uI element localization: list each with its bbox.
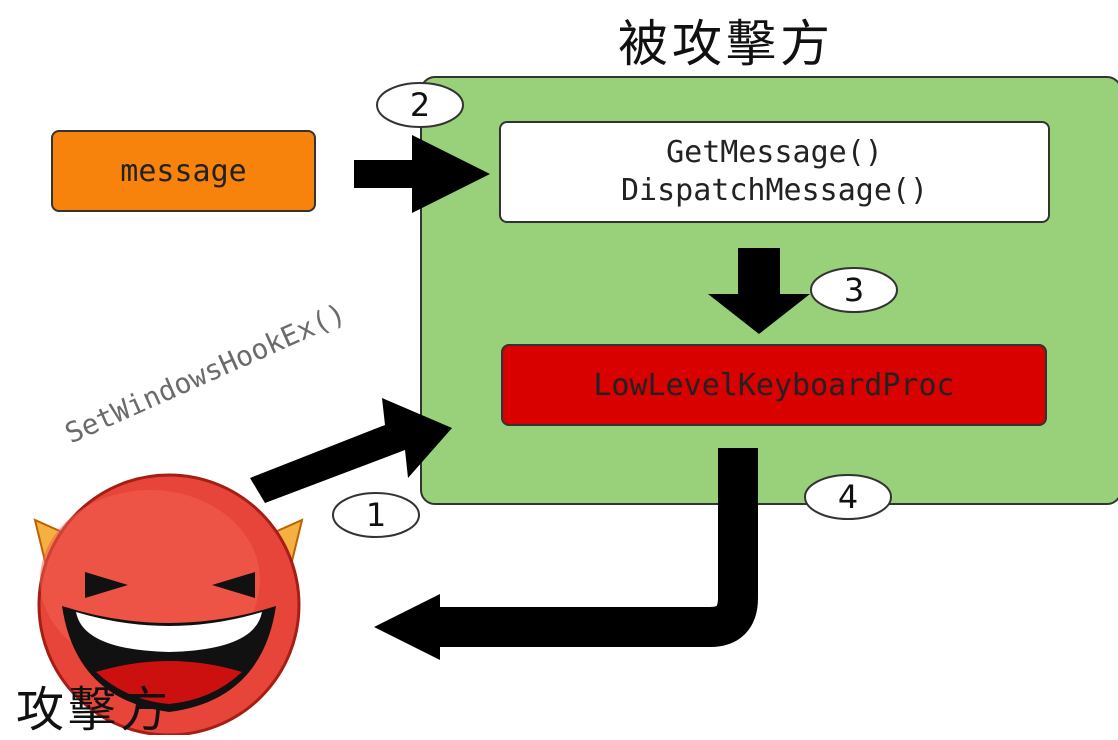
step-circle-2 — [376, 82, 464, 128]
keyboard-proc-label: LowLevelKeyboardProc — [593, 367, 955, 403]
step-label-4: 4 — [837, 478, 859, 516]
dispatch-box-line-1: GetMessage() — [666, 135, 883, 170]
step-label-1: 1 — [365, 496, 387, 534]
step-circle-1 — [332, 492, 420, 538]
dispatch-arrow — [708, 248, 810, 334]
attacker-title: 攻擊方 — [16, 682, 173, 738]
return-arrow — [374, 448, 758, 660]
dispatch-box: GetMessage() DispatchMessage() — [499, 121, 1050, 223]
step-circle-3 — [810, 267, 898, 313]
keyboard-proc-box: LowLevelKeyboardProc — [501, 344, 1047, 426]
message-box: message — [51, 130, 316, 212]
step-label-3: 3 — [843, 271, 865, 309]
victim-title: 被攻擊方 — [618, 15, 834, 73]
message-box-label: message — [120, 153, 247, 189]
step-circle-4 — [804, 474, 892, 520]
step-label-2: 2 — [409, 86, 431, 124]
hook-arrow — [250, 398, 452, 503]
devil-face-icon — [33, 473, 304, 735]
dispatch-box-line-2: DispatchMessage() — [620, 173, 929, 208]
message-arrow — [354, 135, 490, 213]
